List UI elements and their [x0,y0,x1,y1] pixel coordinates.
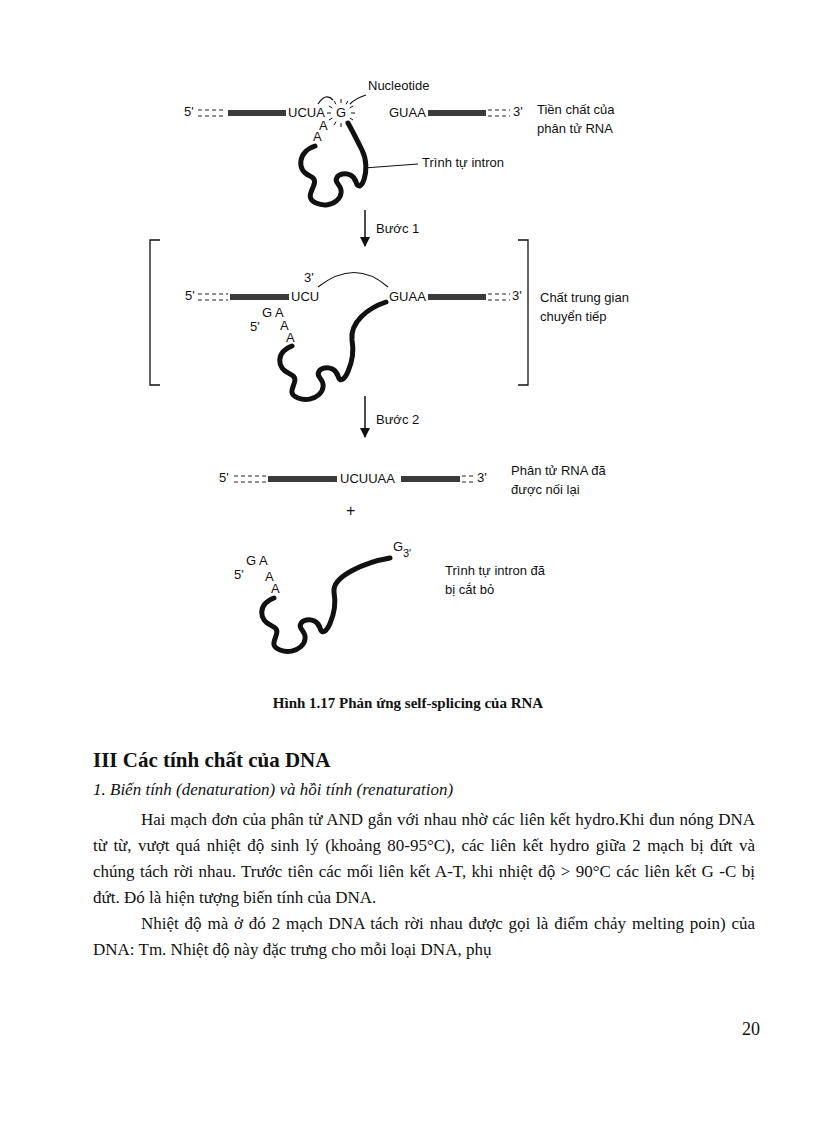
page-number: 20 [742,1018,760,1040]
strand-end: 3' [513,104,523,120]
strand-end: 3' [304,270,314,286]
burst-ray [346,122,348,125]
burst-ray [351,113,355,114]
part-label: Trình tự intron [422,155,504,171]
branch-nucleotide: G A [246,553,268,569]
strand-ends [198,110,510,482]
sequence: GUAA [389,105,426,121]
nucleotide-burst [327,99,355,127]
sequence: GUAA [389,289,426,305]
burst-ray [329,118,332,120]
burst-ray [350,118,353,120]
step-label: Bước 2 [376,412,419,428]
section-heading: III Các tính chất của DNA [93,745,755,775]
branch-nucleotide: A [313,129,322,145]
burst-ray [341,99,342,103]
leader-lines [318,95,418,287]
burst-ray [346,101,348,104]
branch-nucleotide: A [286,330,295,346]
strand-end: 3' [512,288,522,304]
paragraph: Nhiệt độ mà ở đó 2 mạch DNA tách rời nha… [93,911,755,963]
intron-strands [262,123,390,651]
strand-end: 5' [185,288,195,304]
burst-ray [350,106,353,108]
strand-end: 3' [477,470,487,486]
stage-label: Phân tử RNA đã được nối lại [511,461,609,499]
burst-ray [334,122,336,125]
subsection-heading: 1. Biến tính (denaturation) và hồi tính … [93,775,755,805]
strand-end: 3' [403,547,411,560]
sequence: UCUUAA [340,471,395,487]
strand-end: 5' [184,104,194,120]
nucleotide: G [336,105,346,121]
plus-sign: + [346,502,355,520]
burst-ray [334,101,336,104]
strand-end: 5' [219,470,229,486]
stage-label: Chất trung gian chuyển tiếp [540,288,650,326]
strand-end: 5' [250,319,260,335]
burst-ray [327,113,331,114]
stage-label: Trình tự intron đã bị cắt bỏ [445,561,549,599]
step-label: Bước 1 [376,221,419,237]
brackets [150,240,528,385]
strand-end: 5' [234,567,244,583]
part-label: Nucleotide [368,78,429,94]
stage-label: Tiền chất của phân tử RNA [537,100,641,138]
step-arrows [364,210,366,437]
burst-ray [341,123,342,127]
nucleotide: G [393,539,403,555]
branch-nucleotide: A [271,581,280,597]
burst-ray [329,106,332,108]
body-text: III Các tính chất của DNA1. Biến tính (d… [93,745,755,963]
figure-caption: Hình 1.17 Phản ứng self-splicing của RNA [0,693,816,713]
sequence: UCU [291,289,319,305]
paragraph: Hai mạch đơn của phân tử AND gắn với nha… [93,807,755,911]
